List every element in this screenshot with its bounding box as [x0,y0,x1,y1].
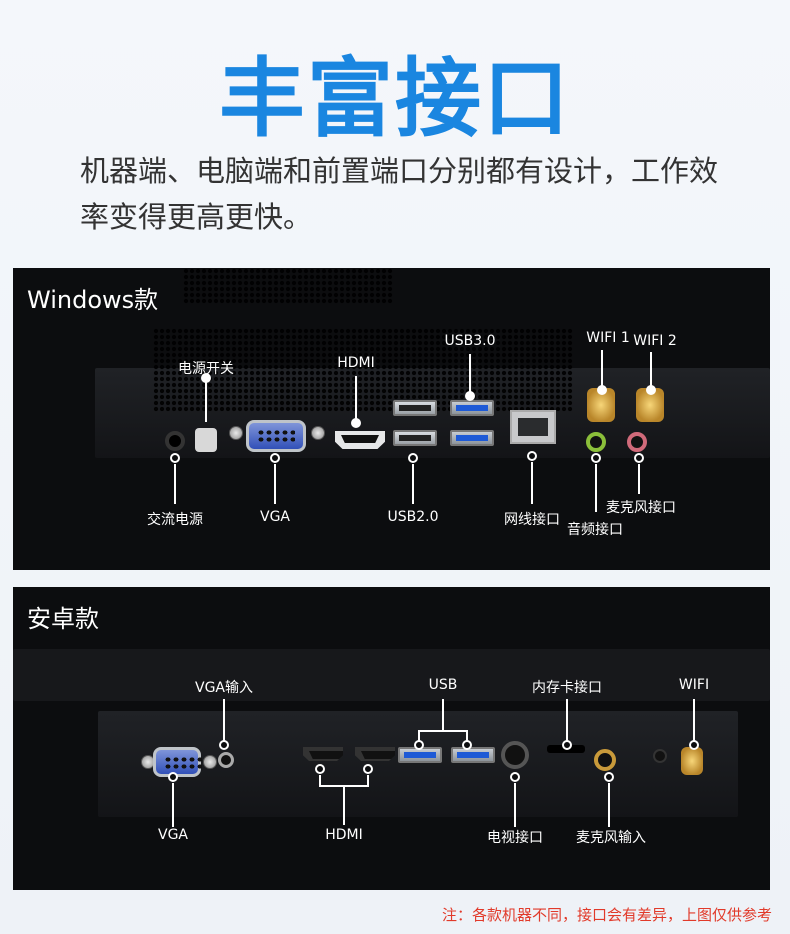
device-top-edge [13,649,770,701]
callout-line [514,783,516,827]
callout-dot [219,740,229,750]
label-power-switch: 电源开关 [178,361,234,377]
callout-dot [591,453,601,463]
mic-jack [627,432,647,452]
callout-line [595,464,597,512]
callout-dot [270,453,280,463]
callout-dot [201,373,211,383]
page-title: 丰富接口 [219,49,571,149]
callout-line [355,376,357,422]
callout-dot [315,764,325,774]
label-usb: USB [428,677,458,693]
usb-port-2 [451,747,495,763]
callout-dot [510,772,520,782]
callout-line [274,464,276,504]
callout-dot [634,453,644,463]
callout-dot [414,740,424,750]
vga-port [246,420,306,452]
label-memory-card: 内存卡接口 [532,680,602,696]
label-vga-input: VGA输入 [194,680,254,696]
label-vga: VGA [259,509,291,525]
power-switch [195,428,217,452]
windows-panel-title: Windows款 [27,286,159,314]
callout-dot [168,772,178,782]
callout-line [343,785,345,825]
label-audio: 音频接口 [567,522,623,538]
callout-line [531,462,533,504]
android-panel-title: 安卓款 [27,605,99,633]
callout-line [418,730,420,744]
vga-screw-left-icon [229,426,243,440]
usb2-port-1 [393,400,437,416]
callout-line [223,699,225,743]
callout-dot [527,451,537,461]
callout-line [566,699,568,743]
pinhole [653,749,667,763]
callout-dot [465,391,475,401]
usb3-port-1 [450,400,494,416]
label-vga: VGA [157,827,189,843]
usb2-port-2 [393,430,437,446]
top-vent [183,268,393,304]
callout-dot [363,764,373,774]
callout-line [469,354,471,396]
callout-dot [689,740,699,750]
callout-dot [604,772,614,782]
label-mic-input: 麦克风输入 [576,830,646,846]
callout-dot [408,453,418,463]
back-vent [153,328,573,412]
hdmi-port-1 [303,747,343,761]
label-hdmi: HDMI [337,355,375,371]
ethernet-port [510,410,556,444]
callout-line [601,350,603,390]
audio-jack [586,432,606,452]
label-wifi2: WIFI 2 [633,333,677,349]
vga-audio-input-jack [218,752,234,768]
label-usb2: USB2.0 [387,509,439,525]
label-wifi: WIFI [678,677,710,693]
callout-line [205,378,207,422]
callout-line [442,699,444,731]
callout-line [693,699,695,743]
vga-screw-right-icon [311,426,325,440]
android-ports-panel: 安卓款 VGA输入 USB 内存卡接口 WIFI VGA HDMI 电视接口 麦… [13,587,770,890]
tv-port [501,741,529,769]
callout-dot [351,418,361,428]
page-description: 机器端、电脑端和前置端口分别都有设计，工作效率变得更高更快。 [80,154,719,234]
hdmi-port [335,431,385,449]
vga-screw-right-icon [203,755,217,769]
label-tv: 电视接口 [487,830,543,846]
callout-line [174,464,176,504]
callout-dot [597,385,607,395]
hdmi-port-2 [355,747,395,761]
callout-dot [462,740,472,750]
label-ethernet: 网线接口 [504,512,560,528]
label-ac-power: 交流电源 [147,512,203,528]
callout-line [412,464,414,504]
vga-port [153,747,202,777]
windows-ports-panel: Windows款 电源开关 HDMI USB3.0 WIFI 1 WIFI 2 … [13,268,770,570]
label-hdmi: HDMI [325,827,363,843]
callout-line [418,730,468,732]
callout-line [172,783,174,827]
callout-dot [170,453,180,463]
callout-dot [562,740,572,750]
mic-input-jack [594,749,616,771]
callout-line [367,775,369,787]
disclaimer-note: 注：各款机器不同，接口会有差异，上图仅供参考 [441,906,772,924]
label-mic: 麦克风接口 [606,500,676,516]
callout-line [638,464,640,494]
usb3-port-2 [450,430,494,446]
label-usb3: USB3.0 [444,333,496,349]
callout-line [650,352,652,390]
callout-line [608,783,610,827]
callout-line [319,775,321,787]
wifi-antenna-icon [681,747,703,775]
callout-line [466,730,468,744]
callout-dot [646,385,656,395]
label-wifi1: WIFI 1 [586,330,630,346]
ac-power-port [165,431,185,451]
